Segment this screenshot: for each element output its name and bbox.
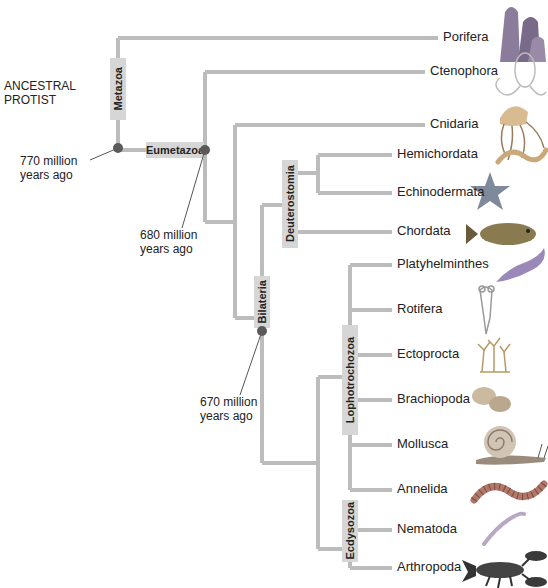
- acorn-worm-icon: [498, 150, 546, 162]
- taxon-name: Cnidaria: [430, 117, 500, 132]
- snail-icon: [484, 426, 516, 458]
- rotifer-icon: [479, 286, 494, 334]
- leader-lines: [90, 148, 262, 395]
- clade-name: Deuterostomia: [285, 165, 296, 242]
- sponge-icon: [500, 7, 520, 62]
- clade-band: Deuterostomia: [282, 160, 298, 248]
- node-dot: [113, 143, 123, 153]
- fish-icon: [480, 223, 536, 245]
- ctenophore-icon: [530, 86, 546, 95]
- ctenophore-icon: [496, 78, 520, 95]
- snail-icon: [476, 455, 546, 464]
- clade-name: Bilateria: [257, 280, 268, 323]
- time-label: 680 million years ago: [140, 229, 212, 257]
- taxon-name: Platyhelminthes: [397, 257, 497, 272]
- taxon-name: Ctenophora: [430, 64, 505, 79]
- fish-icon: [526, 229, 530, 233]
- flatworm-icon: [496, 248, 545, 282]
- brachiopod-icon: [472, 387, 511, 412]
- node-dot: [200, 145, 210, 155]
- time-label: 770 million years ago: [20, 155, 92, 183]
- rotifer-icon: [488, 286, 494, 292]
- taxon-name: Echinodermata: [397, 185, 497, 200]
- lobster-icon: [462, 560, 476, 582]
- clade-band: Lophotrochozoa: [342, 325, 358, 435]
- taxon-name: Arthropoda: [397, 560, 477, 575]
- annelid-icon: [474, 484, 544, 500]
- taxon-name: Chordata: [397, 224, 477, 239]
- taxon-name: Ectoprocta: [397, 347, 477, 362]
- clade-name: Ecdysozoa: [345, 502, 356, 559]
- cnidarian-icon: [500, 106, 528, 126]
- fish-icon: [466, 223, 536, 245]
- snail-icon: [538, 444, 548, 458]
- bryozoan-icon: [478, 338, 510, 372]
- snail-icon: [488, 430, 512, 450]
- annelid-icon: [474, 484, 544, 500]
- taxon-name: Hemichordata: [397, 147, 497, 162]
- taxon-name: Rotifera: [397, 302, 477, 317]
- clade-band: Ecdysozoa: [342, 500, 358, 562]
- snail-icon: [476, 426, 548, 465]
- clade-name: Lophotrochozoa: [345, 337, 356, 423]
- time-label: 670 million years ago: [200, 396, 272, 424]
- ctenophore-icon: [515, 53, 535, 87]
- node-dot: [257, 326, 267, 336]
- bryozoan-icon: [478, 338, 510, 352]
- taxon-name: Annelida: [397, 482, 477, 497]
- nematode-icon: [484, 514, 524, 544]
- branch-lines: [118, 38, 438, 568]
- clade-name: Metazoa: [113, 67, 124, 110]
- annelid-icon: [474, 484, 544, 500]
- clade-band: Bilateria: [254, 276, 270, 328]
- lobster-icon: [476, 562, 524, 578]
- nematode-icon: [484, 514, 524, 544]
- taxon-name: Brachiopoda: [397, 392, 477, 407]
- clade-band: Metazoa: [110, 58, 126, 120]
- taxon-name: Nematoda: [397, 522, 477, 537]
- clade-name: Eumetazoa: [146, 145, 204, 156]
- flatworm-icon: [496, 248, 545, 282]
- taxon-name: Porifera: [443, 30, 503, 45]
- rotifer-icon: [480, 287, 492, 334]
- sponge-icon: [528, 37, 546, 63]
- lobster-icon: [486, 558, 530, 588]
- root-label: ANCESTRAL PROTIST: [4, 80, 86, 108]
- brachiopod-icon: [489, 396, 511, 412]
- clade-band: Eumetazoa: [146, 142, 204, 158]
- rotifer-icon: [479, 286, 485, 292]
- lobster-icon: [462, 551, 547, 588]
- acorn-worm-icon: [498, 150, 546, 162]
- taxon-name: Mollusca: [397, 437, 477, 452]
- ctenophore-icon: [496, 53, 546, 95]
- fish-icon: [466, 224, 478, 244]
